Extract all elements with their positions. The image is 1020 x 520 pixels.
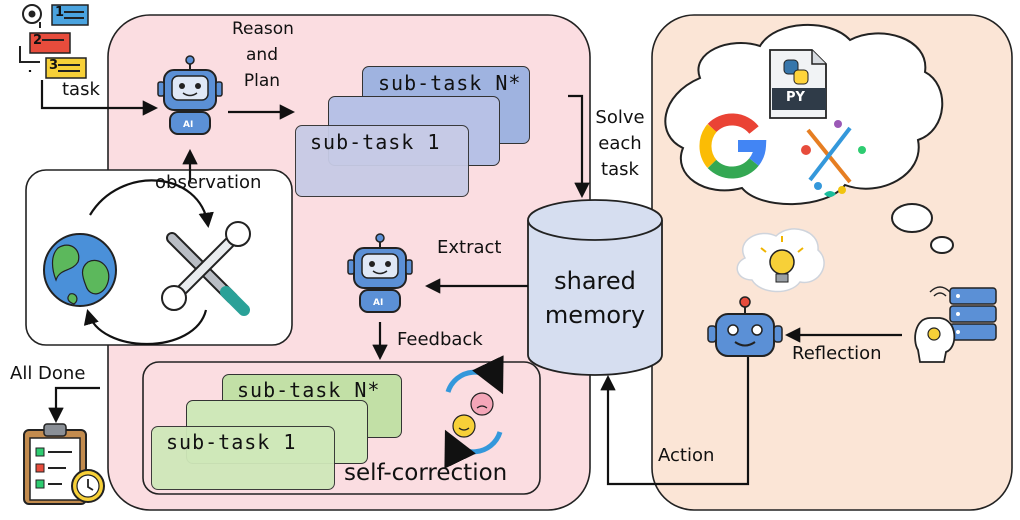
python-file-icon <box>769 49 827 119</box>
arrow-action <box>600 352 750 486</box>
correct-card-front <box>151 426 335 490</box>
tools-icon <box>161 221 251 316</box>
design-tools-icon <box>801 120 866 197</box>
plan-label: Plan <box>243 71 281 91</box>
task-list-icon <box>19 4 89 79</box>
action-label: Action <box>658 445 715 466</box>
self-correction-label: self-correction <box>344 460 508 486</box>
arrow-plan-to-memory <box>568 94 590 199</box>
correct-subtask-1: sub-task 1 <box>166 430 297 454</box>
plan-subtask-n: sub-task N* <box>378 71 522 95</box>
shared-label: shared <box>554 267 636 295</box>
extract-label: Extract <box>437 237 502 258</box>
arrow-all-done <box>48 386 100 424</box>
each-label: each <box>598 133 642 154</box>
reason-label: Reason <box>232 19 294 39</box>
memory-label: memory <box>544 301 646 329</box>
globe-icon <box>43 233 117 307</box>
robot-ai-label: AI <box>183 120 194 130</box>
robot-ai-label: AI <box>373 298 384 308</box>
plan-card-front <box>295 125 469 197</box>
and-label: and <box>246 45 278 65</box>
lightbulb-icon <box>736 228 825 293</box>
robot-icon <box>347 233 413 313</box>
correct-subtask-n: sub-task N* <box>237 378 381 402</box>
ai-head-icon <box>914 317 956 363</box>
clipboard-icon <box>23 423 105 505</box>
python-file-label: PY <box>786 90 805 105</box>
cycle-icon <box>444 355 504 469</box>
reflection-label: Reflection <box>792 343 882 364</box>
arrow-task-to-robot <box>28 70 155 108</box>
robot-icon <box>707 296 783 357</box>
task-number-3: 3 <box>49 58 59 73</box>
server-icon <box>929 286 997 341</box>
feedback-label: Feedback <box>397 329 483 350</box>
observation-label: observation <box>155 172 262 193</box>
solve-label: Solve <box>595 107 645 128</box>
task2-label: task <box>601 159 639 180</box>
task-number-1: 1 <box>55 5 65 20</box>
cycle-arrow-bottom <box>83 309 208 346</box>
all-done-label: All Done <box>10 363 86 384</box>
task-label: task <box>62 79 100 100</box>
cycle-arrow-top <box>89 179 214 229</box>
robot-icon <box>157 55 223 135</box>
google-icon <box>699 113 767 179</box>
plan-subtask-1: sub-task 1 <box>310 130 441 154</box>
shared-memory-cylinder <box>527 199 663 376</box>
task-number-2: 2 <box>33 33 43 48</box>
